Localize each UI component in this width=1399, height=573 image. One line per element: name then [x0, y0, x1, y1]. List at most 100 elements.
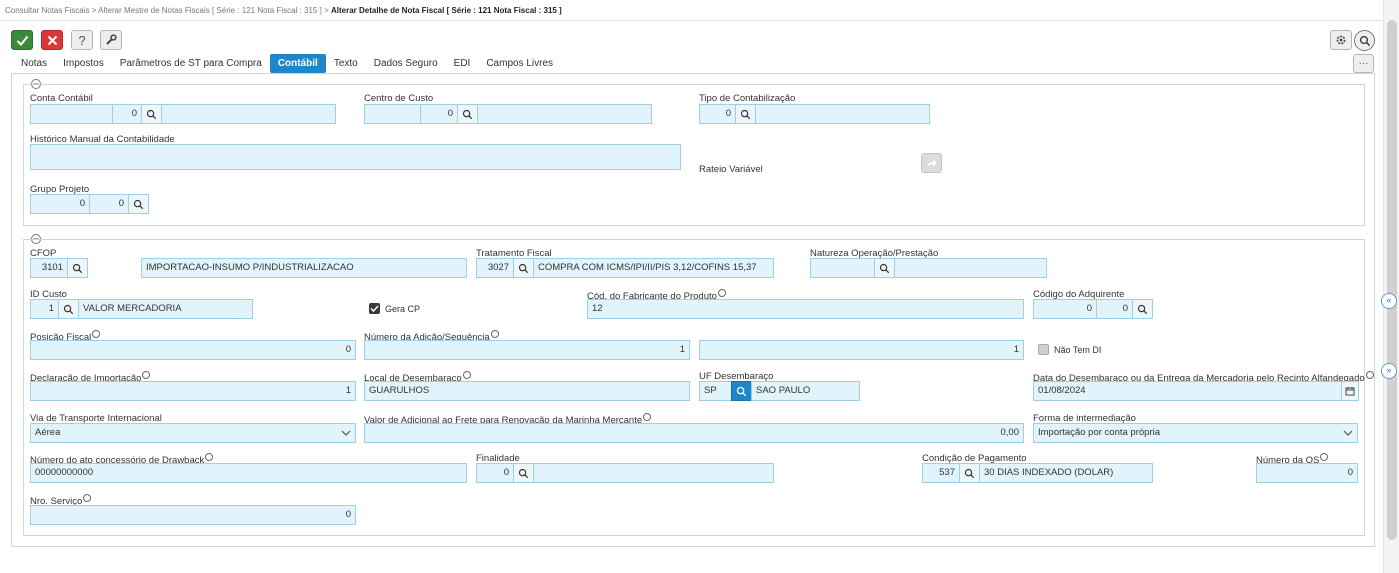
cond-pagamento-field[interactable]: 537 — [922, 463, 960, 483]
decl-importacao-field[interactable]: 1 — [30, 381, 356, 401]
cancel-button[interactable] — [41, 30, 63, 50]
cond-pagamento-label: Condição de Pagamento — [922, 453, 1027, 464]
info-icon — [717, 289, 726, 297]
cod-adquirente-search-button[interactable] — [1132, 299, 1153, 319]
form-panel — [11, 73, 1375, 547]
posicao-fiscal-field[interactable]: 0 — [30, 340, 356, 360]
tab-dados-seguro[interactable]: Dados Seguro — [373, 58, 438, 69]
tipo-contabilizacao-search-button[interactable] — [735, 104, 756, 124]
data-desembaraco-field[interactable]: 01/08/2024 — [1033, 381, 1342, 401]
info-icon — [1365, 371, 1374, 379]
check-icon — [16, 35, 28, 46]
tools-button[interactable] — [100, 30, 122, 50]
cod-adquirente-field[interactable]: 0 — [1033, 299, 1097, 319]
cod-adquirente-sub-field[interactable]: 0 — [1096, 299, 1133, 319]
confirm-button[interactable] — [11, 30, 33, 50]
cfop-search-button[interactable] — [67, 258, 88, 278]
centro-custo-desc-field[interactable] — [477, 104, 652, 124]
settings-button[interactable] — [1330, 30, 1352, 50]
via-transporte-select[interactable]: Aérea — [30, 423, 356, 443]
header-divider — [0, 20, 1383, 21]
natureza-search-button[interactable] — [874, 258, 895, 278]
conta-contabil-label: Conta Contábil — [30, 93, 93, 104]
num-sequencia-field[interactable]: 1 — [699, 340, 1024, 360]
conta-contabil-search-button[interactable] — [141, 104, 162, 124]
search-icon — [72, 263, 83, 274]
search-icon — [462, 109, 473, 120]
tab-bar: Notas Impostos Parâmetros de ST para Com… — [13, 54, 561, 73]
natureza-field[interactable] — [810, 258, 875, 278]
uf-desembaraco-search-button[interactable] — [731, 381, 752, 401]
num-drawback-field[interactable]: 00000000000 — [30, 463, 467, 483]
forma-intermediacao-select[interactable]: Importação por conta própria — [1033, 423, 1358, 443]
cfop-field[interactable]: 3101 — [30, 258, 68, 278]
more-options-button[interactable]: ··· — [1353, 54, 1374, 73]
decl-importacao-label: Declaração de Importação — [30, 371, 151, 384]
scroll-down-icon[interactable]: » — [1381, 363, 1397, 379]
historico-textarea[interactable] — [30, 144, 681, 170]
cond-pagamento-search-button[interactable] — [959, 463, 980, 483]
finalidade-field[interactable]: 0 — [476, 463, 514, 483]
cond-pagamento-desc-field[interactable]: 30 DIAS INDEXADO (DOLAR) — [979, 463, 1153, 483]
calendar-button[interactable] — [1341, 381, 1359, 401]
centro-custo-field[interactable]: 0 — [420, 104, 458, 124]
uf-desembaraco-field[interactable]: SP — [699, 381, 732, 401]
conta-contabil-code-field[interactable] — [30, 104, 113, 124]
finalidade-search-button[interactable] — [513, 463, 534, 483]
tab-contabil[interactable]: Contábil — [269, 54, 326, 73]
valor-adicional-field[interactable]: 0,00 — [364, 423, 1024, 443]
id-custo-desc-field[interactable]: VALOR MERCADORIA — [78, 299, 253, 319]
rateio-button[interactable] — [921, 153, 942, 173]
id-custo-field[interactable]: 1 — [30, 299, 59, 319]
vertical-scrollbar[interactable] — [1383, 0, 1399, 573]
centro-custo-search-button[interactable] — [457, 104, 478, 124]
breadcrumb-item-consultar[interactable]: Consultar Notas Fiscais — [5, 6, 90, 15]
cod-fabricante-field[interactable]: 12 — [587, 299, 1024, 319]
nro-servico-label: Nro. Serviço — [30, 494, 92, 507]
num-adicao-field[interactable]: 1 — [364, 340, 690, 360]
tab-edi[interactable]: EDI — [453, 58, 471, 69]
info-icon — [205, 453, 214, 461]
info-icon — [462, 371, 471, 379]
gera-cp-label: Gera CP — [385, 304, 421, 314]
calendar-icon — [1345, 387, 1355, 396]
via-transporte-label: Via de Transporte Internacional — [30, 413, 162, 424]
uf-desembaraco-desc-field[interactable]: SAO PAULO — [751, 381, 860, 401]
grupo-projeto-sub-field[interactable]: 0 — [89, 194, 129, 214]
grupo-projeto-field[interactable]: 0 — [30, 194, 90, 214]
scroll-up-icon[interactable]: « — [1381, 293, 1397, 309]
breadcrumb-item-mestre[interactable]: Alterar Mestre de Notas Fiscais [ Série … — [98, 6, 322, 15]
search-icon — [133, 199, 144, 210]
section-contabilizacao — [23, 84, 1365, 226]
tab-campos-livres[interactable]: Campos Livres — [486, 58, 554, 69]
scrollbar-thumb[interactable] — [1387, 20, 1397, 540]
local-desembaraco-field[interactable]: GUARULHOS — [364, 381, 690, 401]
tab-notas[interactable]: Notas — [21, 58, 48, 69]
chevron-down-icon — [341, 430, 351, 436]
conta-contabil-field[interactable]: 0 — [112, 104, 142, 124]
nao-tem-di-label: Não Tem DI — [1054, 345, 1102, 355]
gera-cp-checkbox[interactable] — [369, 303, 380, 314]
finalidade-label: Finalidade — [476, 453, 520, 464]
tab-texto[interactable]: Texto — [333, 58, 358, 69]
search-icon — [1359, 35, 1371, 47]
tipo-contabilizacao-field[interactable]: 0 — [699, 104, 736, 124]
finalidade-desc-field[interactable] — [533, 463, 774, 483]
nro-servico-field[interactable]: 0 — [30, 505, 356, 525]
grupo-projeto-search-button[interactable] — [128, 194, 149, 214]
tipo-contabilizacao-desc-field[interactable] — [755, 104, 930, 124]
help-button[interactable]: ? — [71, 30, 93, 50]
tratamento-desc-field[interactable]: COMPRA COM ICMS/IPI/II/PIS 3,12/COFINS 1… — [533, 258, 774, 278]
natureza-desc-field[interactable] — [894, 258, 1047, 278]
tab-parametros-st[interactable]: Parâmetros de ST para Compra — [119, 58, 262, 69]
nao-tem-di-checkbox[interactable] — [1038, 344, 1049, 355]
tratamento-search-button[interactable] — [513, 258, 534, 278]
centro-custo-code-field[interactable] — [364, 104, 421, 124]
num-os-field[interactable]: 0 — [1256, 463, 1358, 483]
tratamento-field[interactable]: 3027 — [476, 258, 514, 278]
conta-contabil-desc-field[interactable] — [161, 104, 336, 124]
id-custo-search-button[interactable] — [58, 299, 79, 319]
tab-impostos[interactable]: Impostos — [63, 58, 104, 69]
cfop-desc-field[interactable]: IMPORTACAO-INSUMO P/INDUSTRIALIZACAO — [141, 258, 467, 278]
search-button[interactable] — [1354, 30, 1375, 51]
